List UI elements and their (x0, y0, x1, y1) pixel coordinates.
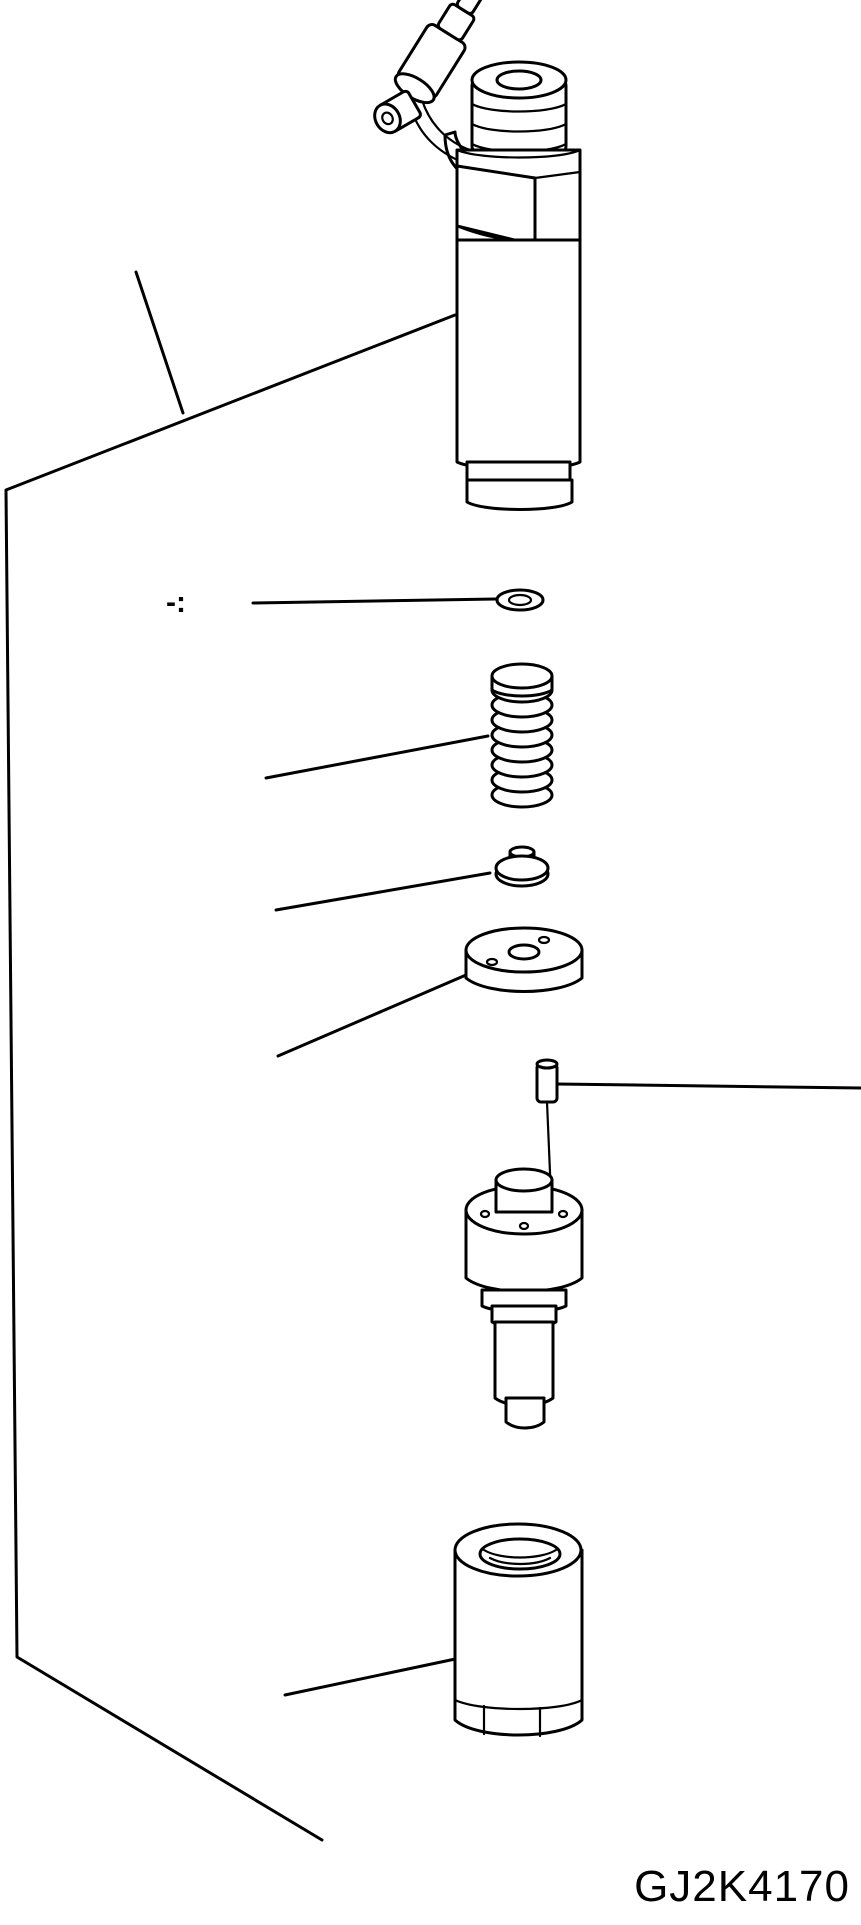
spacer-plate (464, 926, 584, 993)
leader-retaining-nut (283, 1656, 462, 1697)
shim-washer (495, 588, 545, 612)
nozzle-assembly (464, 1167, 584, 1430)
dowel-pin (535, 1058, 559, 1198)
assembly-bracket-line (4, 313, 457, 1842)
leader-lines (4, 270, 861, 1842)
fragment-mark: -: (166, 586, 186, 619)
leader-shim (251, 597, 498, 605)
leader-spring (264, 734, 490, 780)
leader-spring-seat (274, 871, 492, 912)
upper-leader-line (134, 270, 185, 415)
leader-pin (554, 1082, 861, 1090)
drawing-code: GJ2K4170 (634, 1862, 850, 1911)
nozzle-spring (490, 662, 554, 809)
leader-spacer (276, 973, 468, 1058)
retaining-nut (453, 1522, 584, 1738)
injector-holder-body (373, 0, 582, 511)
spring-seat (494, 845, 550, 888)
